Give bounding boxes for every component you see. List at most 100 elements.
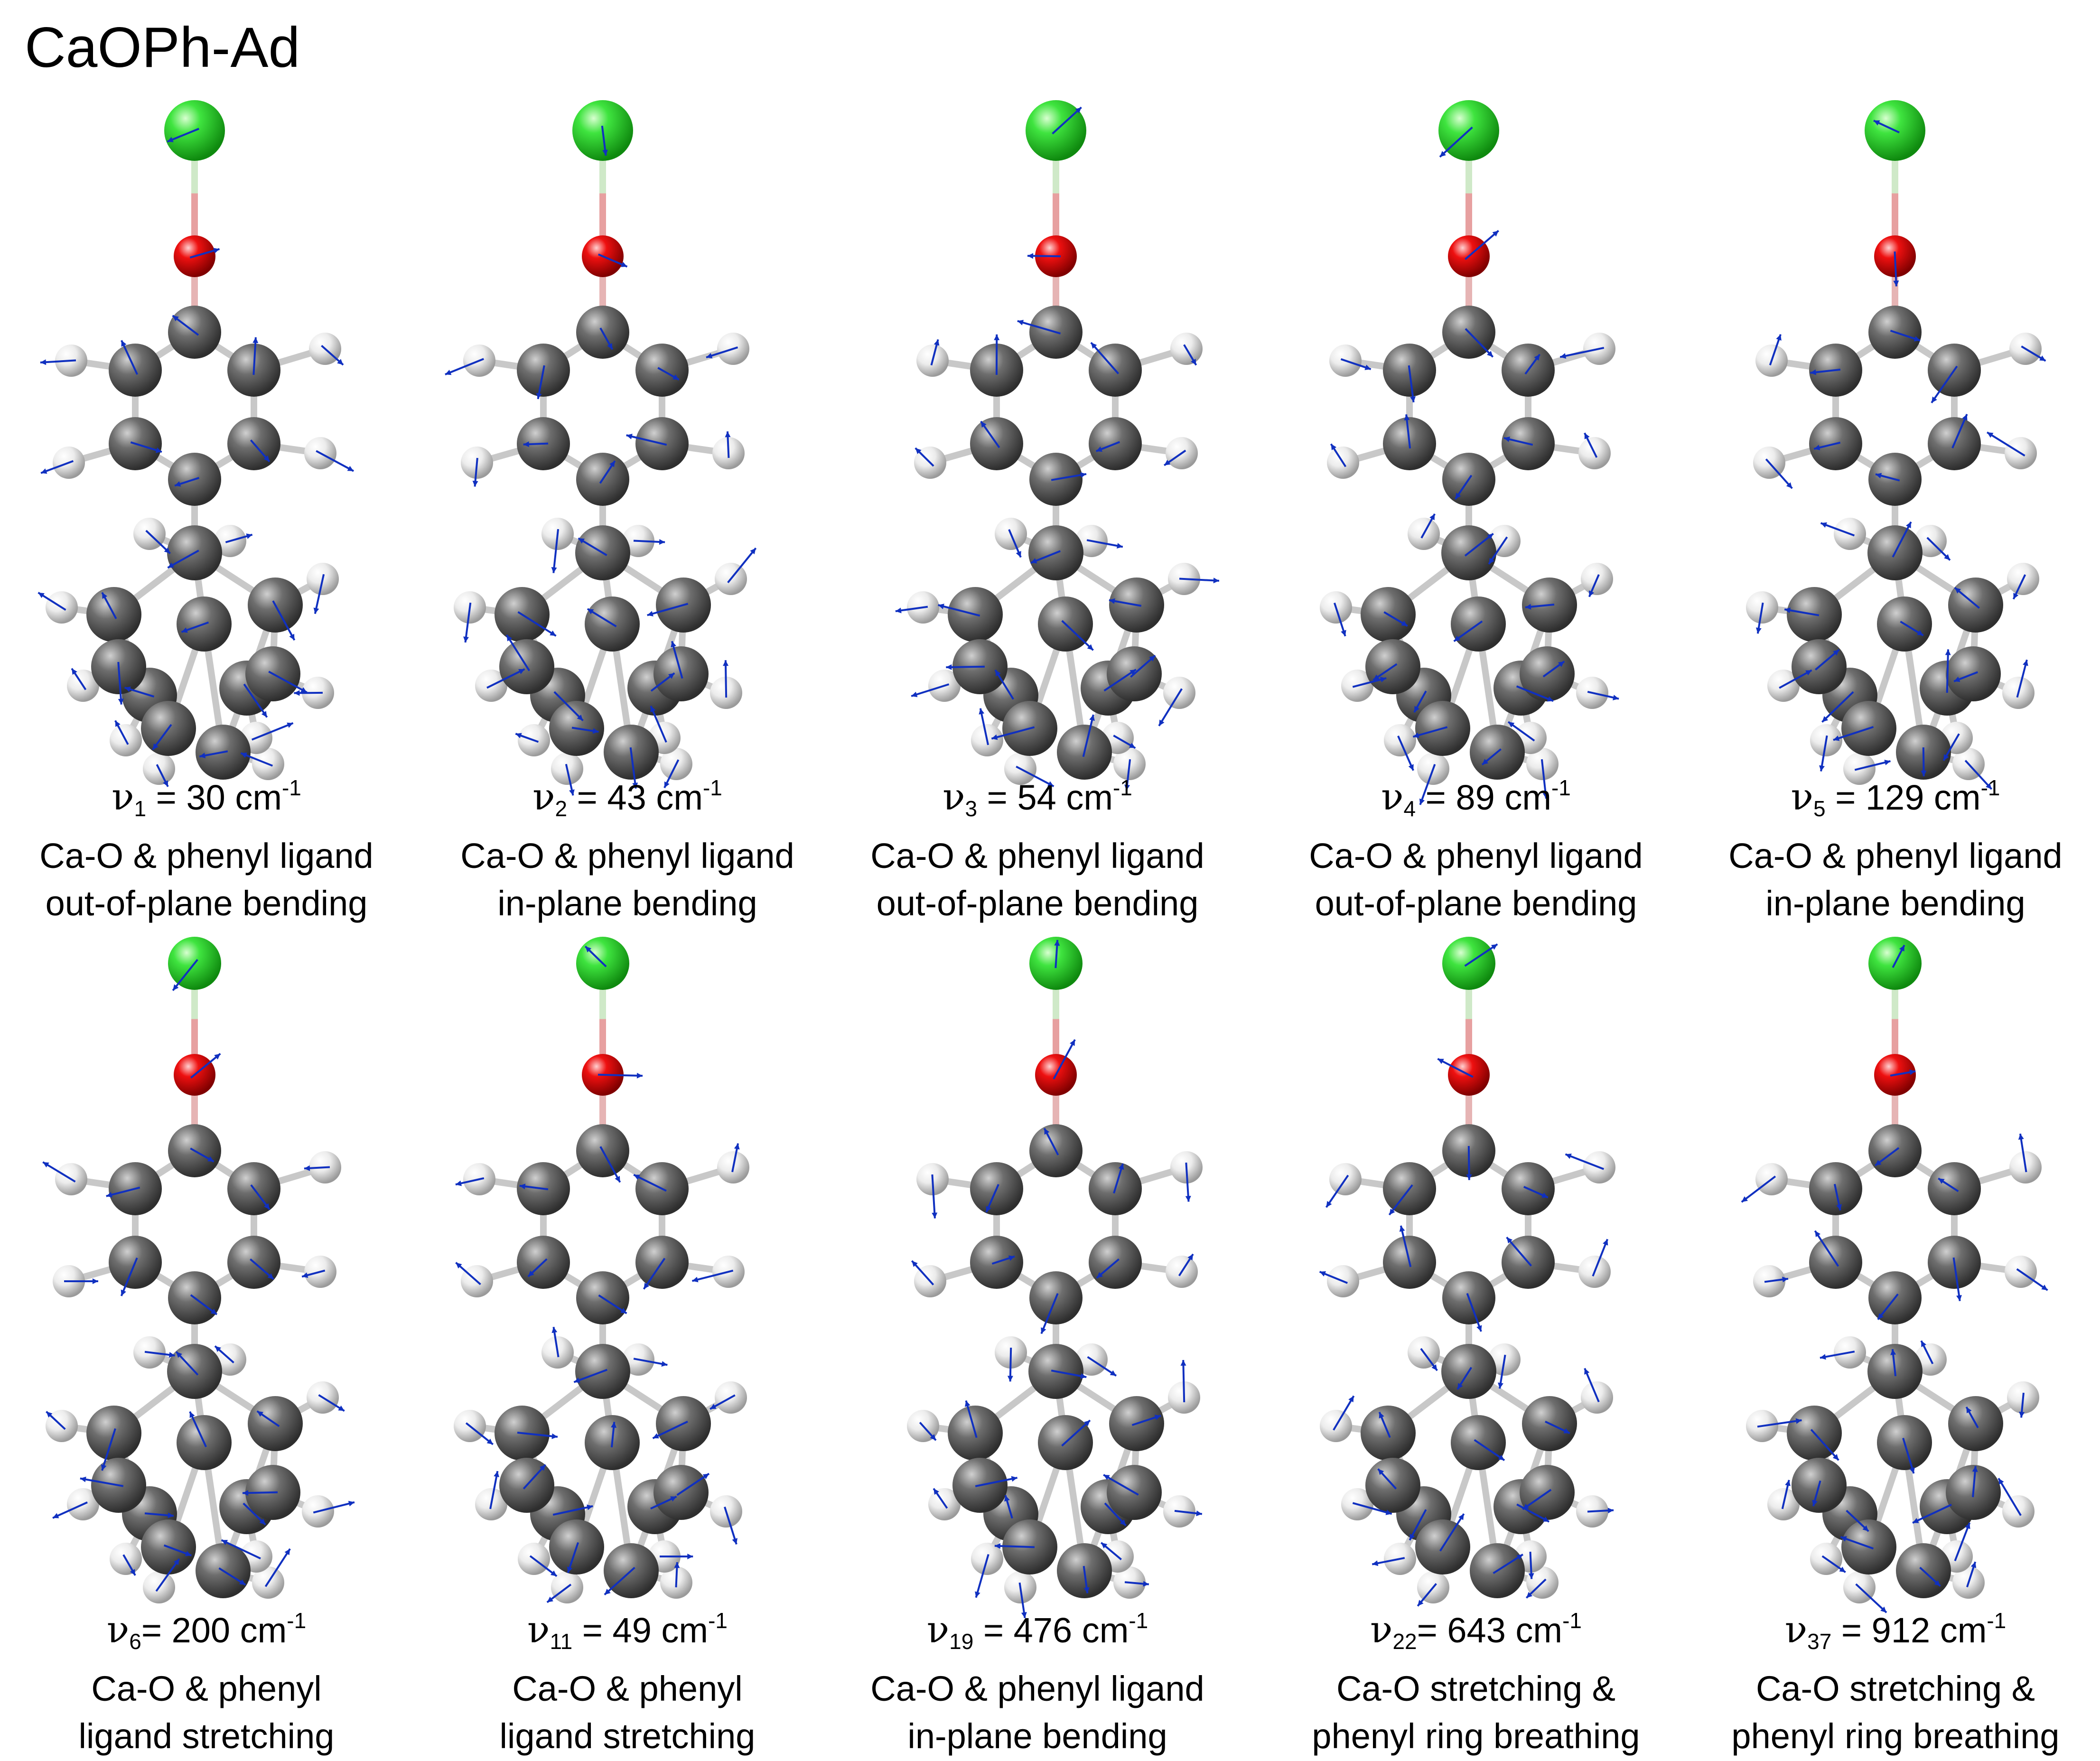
arrow-head (168, 1352, 175, 1358)
arrow-head (1913, 1518, 1919, 1523)
displacement-arrow (991, 726, 1035, 740)
arrow-head (221, 1540, 228, 1545)
arrow-head (243, 1490, 249, 1496)
arrow-head (172, 315, 179, 322)
arrow-head (1833, 650, 1839, 656)
molecule (1320, 100, 1619, 805)
arrow-head (569, 789, 575, 796)
arrow-head (585, 946, 592, 953)
displacement-arrow (1912, 1503, 1952, 1524)
arrow-head (611, 1422, 617, 1428)
arrow-head (1893, 280, 1899, 287)
arrow-head (92, 1278, 98, 1285)
arrow-head (1810, 369, 1816, 375)
displacement-arrow (1419, 764, 1436, 805)
arrow-head (1364, 364, 1371, 370)
displacement-arrow (42, 1161, 76, 1183)
displacement-arrow (604, 1566, 635, 1596)
arrow-head (1542, 792, 1549, 799)
displacement-arrow (647, 603, 689, 616)
displacement-arrow (1017, 320, 1061, 335)
arrow-head (1458, 1514, 1464, 1520)
arrow-head (1522, 1503, 1529, 1509)
arrow-head (1836, 1204, 1842, 1211)
displacement-arrow (1412, 726, 1448, 738)
displacement-arrow (1810, 1429, 1839, 1461)
arrow-head (1431, 1364, 1437, 1371)
mode-frequency: ν19 = 476 cm-1 (824, 1597, 1251, 1665)
displacement-arrow (1061, 1419, 1091, 1447)
arrow-head (1017, 319, 1024, 326)
arrow-head (1410, 396, 1416, 402)
arrow-head (1087, 644, 1093, 651)
arrow-head (587, 609, 594, 615)
arrow-head (1109, 598, 1115, 604)
arrow-head (1905, 522, 1911, 529)
arrow-head (1466, 1174, 1472, 1180)
arrow-head (168, 1512, 174, 1519)
displacement-arrow (599, 1146, 621, 1183)
arrow-head (567, 1566, 573, 1573)
mode-index: 22 (1392, 1629, 1417, 1654)
arrow-head (1027, 253, 1034, 259)
displacement-arrow (1765, 458, 1793, 489)
arrow-head (1476, 1325, 1482, 1332)
frequency-value: = 476 cm (973, 1611, 1129, 1650)
arrow-head (152, 743, 159, 750)
displacement-arrow (1946, 649, 1949, 693)
arrow-head (1164, 459, 1171, 466)
arrow-head (1938, 1178, 1945, 1184)
arrow-head (602, 149, 608, 156)
displacement-arrow (1182, 1360, 1185, 1403)
arrow-head (494, 1471, 500, 1477)
displacement-arrow (1465, 328, 1494, 358)
arrow-head (1944, 554, 1950, 560)
arrow-head (263, 455, 270, 462)
arrow-head (1489, 558, 1494, 564)
displacement-arrow (1352, 1502, 1392, 1515)
displacement-arrow (445, 358, 485, 375)
arrow-head (252, 337, 259, 344)
mode-index: 2 (555, 796, 568, 821)
arrow-head (634, 1174, 640, 1180)
arrow-head (932, 1212, 938, 1219)
arrow-head (163, 780, 168, 787)
arrow-head (1413, 732, 1419, 738)
arrow-head (1584, 1368, 1590, 1375)
arrow-head (1372, 1560, 1379, 1566)
arrow-head (1180, 1360, 1186, 1366)
displacement-arrow (465, 1422, 494, 1445)
displacement-arrow (1757, 1419, 1802, 1428)
mode-frequency: ν22= 643 cm-1 (1262, 1597, 1689, 1665)
mode-description-line1: Ca-O & phenyl ligand (39, 836, 373, 876)
arrow-head (991, 734, 998, 740)
displacement-arrow (1584, 1368, 1600, 1402)
mode-description-line1: Ca-O & phenyl ligand (1309, 836, 1643, 876)
arrow-head (1491, 944, 1498, 950)
arrow-head (1418, 1600, 1424, 1606)
arrow-head (626, 434, 633, 439)
displacement-arrow (314, 574, 325, 614)
figure-title: CaOPh-Ad (25, 16, 300, 79)
arrow-head (1965, 1522, 1970, 1529)
displacement-arrow (931, 1174, 936, 1219)
arrow-head (1487, 351, 1493, 357)
mode-index: 11 (550, 1629, 573, 1654)
frequency-value: = 89 cm (1416, 778, 1551, 817)
displacement-arrow (1855, 1583, 1887, 1613)
arrow-head (1913, 336, 1920, 342)
arrow-head (1873, 120, 1880, 126)
displacement-arrow (2016, 1268, 2048, 1291)
displacement-arrow (1854, 760, 1891, 771)
arrow-head (536, 393, 542, 399)
mode-frequency: ν11 = 49 cm-1 (414, 1597, 841, 1665)
displacement-arrow (633, 1358, 668, 1366)
arrow-head (1909, 1069, 1916, 1075)
displacement-arrow (2019, 1133, 2027, 1173)
displacement-arrow (1522, 1489, 1552, 1510)
arrow-head (609, 461, 615, 467)
displacement-arrow (1951, 414, 1968, 448)
